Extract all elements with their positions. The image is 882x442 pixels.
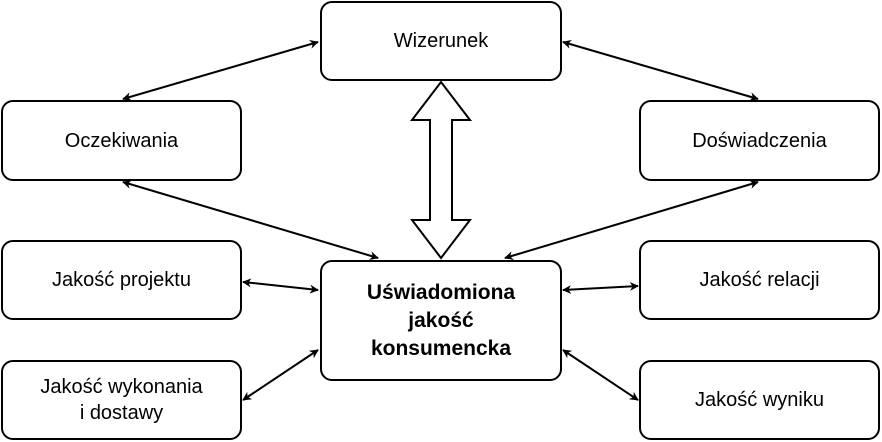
node-oczekiwania: Oczekiwania bbox=[1, 100, 242, 181]
edge-oczekiwania-center bbox=[122, 180, 379, 260]
node-jakosc-wykonania-label: Jakość wykonania i dostawy bbox=[40, 376, 203, 424]
block-double-arrow bbox=[409, 80, 473, 260]
node-center-label: Uświadomiona jakość konsumencka bbox=[366, 280, 516, 360]
edge-wykonanie-center bbox=[242, 349, 319, 401]
node-center: Uświadomiona jakość konsumencka bbox=[320, 260, 562, 381]
node-jakosc-wykonania: Jakość wykonania i dostawy bbox=[1, 360, 242, 440]
node-jakosc-projektu-label: Jakość projektu bbox=[52, 269, 191, 291]
node-jakosc-relacji: Jakość relacji bbox=[639, 240, 880, 320]
edge-doswiadczenia-center bbox=[504, 180, 759, 260]
node-doswiadczenia: Doświadczenia bbox=[639, 100, 880, 181]
node-jakosc-wyniku-label: Jakość wyniku bbox=[695, 389, 824, 411]
node-doswiadczenia-label: Doświadczenia bbox=[692, 129, 827, 152]
node-wizerunek-label: Wizerunek bbox=[393, 30, 489, 52]
edge-wizerunek-doswiadczenia bbox=[562, 39, 759, 102]
node-jakosc-projektu: Jakość projektu bbox=[1, 240, 242, 320]
edge-wynik-center bbox=[562, 349, 639, 401]
edge-relacje-center bbox=[562, 281, 639, 295]
node-wizerunek: Wizerunek bbox=[320, 1, 562, 81]
node-jakosc-relacji-label: Jakość relacji bbox=[699, 269, 820, 291]
edge-projekt-center bbox=[242, 278, 319, 294]
edge-wizerunek-oczekiwania bbox=[122, 39, 319, 102]
node-jakosc-wyniku: Jakość wyniku bbox=[639, 360, 880, 440]
node-oczekiwania-label: Oczekiwania bbox=[64, 129, 179, 152]
